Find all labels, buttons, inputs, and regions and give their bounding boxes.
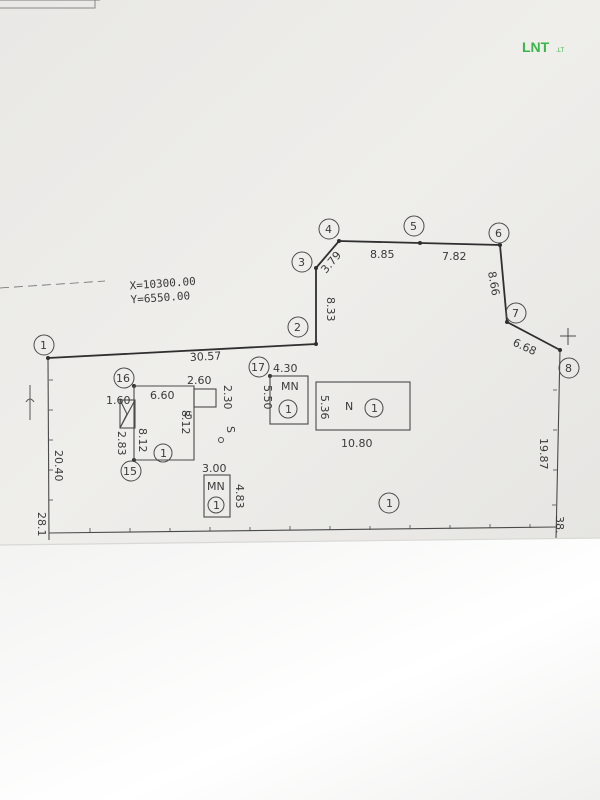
svg-text:G: G xyxy=(184,409,193,422)
svg-text:MN: MN xyxy=(281,380,299,393)
svg-text:N: N xyxy=(345,400,353,413)
coord-y: Y=6550.00 xyxy=(130,289,190,306)
paper-upper xyxy=(0,0,600,545)
svg-text:1: 1 xyxy=(160,447,167,460)
parcel-boundary-right xyxy=(555,349,561,541)
top-frame-remnant xyxy=(0,0,96,9)
svg-text:1.60: 1.60 xyxy=(106,394,131,407)
parcel-number: 1 xyxy=(378,492,400,514)
svg-text:8.12: 8.12 xyxy=(136,428,149,453)
svg-text:28.1: 28.1 xyxy=(35,512,48,537)
building-mn-upper: MN 1 4.30 5.50 xyxy=(261,362,309,425)
parcel-boundary-bottom xyxy=(48,526,557,534)
svg-text:S: S xyxy=(224,426,237,433)
svg-text:2.83: 2.83 xyxy=(115,431,128,456)
coord-x: X=10300.00 xyxy=(129,275,196,293)
svg-text:1: 1 xyxy=(40,339,47,352)
svg-text:2.30: 2.30 xyxy=(221,385,234,410)
svg-text:3: 3 xyxy=(298,256,305,269)
paper-lower-fold xyxy=(0,538,600,800)
svg-text:5: 5 xyxy=(410,220,417,233)
svg-text:7.82: 7.82 xyxy=(442,250,467,263)
svg-text:1: 1 xyxy=(386,497,393,510)
svg-text:8.85: 8.85 xyxy=(370,248,395,261)
svg-text:2: 2 xyxy=(294,321,301,334)
svg-text:8.33: 8.33 xyxy=(324,297,337,322)
svg-text:6: 6 xyxy=(495,227,502,240)
svg-text:MN: MN xyxy=(207,480,225,493)
svg-text:16: 16 xyxy=(116,372,130,385)
building-n: N 1 5.36 10.80 xyxy=(315,381,411,450)
svg-text:4.30: 4.30 xyxy=(273,362,298,375)
svg-text:10.80: 10.80 xyxy=(341,437,373,450)
svg-text:20.40: 20.40 xyxy=(52,450,65,482)
svg-text:15: 15 xyxy=(123,465,137,478)
parcel-boundary-left xyxy=(47,357,50,541)
svg-text:8: 8 xyxy=(565,362,572,375)
edge-lengths: 30.57 8.33 3.79 8.85 7.82 8.66 6.68 19.8… xyxy=(35,248,566,537)
vertex-dots xyxy=(46,239,562,462)
coordinate-label: X=10300.00 Y=6550.00 xyxy=(129,275,196,307)
building-mn-lower: MN 1 3.00 4.83 xyxy=(202,462,246,518)
svg-text:4: 4 xyxy=(325,223,332,236)
faint-dashed-line xyxy=(0,280,106,289)
svg-text:17: 17 xyxy=(251,361,265,374)
svg-text:4.83: 4.83 xyxy=(233,484,246,509)
svg-text:3.00: 3.00 xyxy=(202,462,227,475)
svg-text:8.66: 8.66 xyxy=(485,270,502,296)
left-edge-symbol xyxy=(25,385,35,420)
svg-text:8.12: 8.12 xyxy=(179,410,192,435)
watermark-logo: LNT xyxy=(522,39,550,55)
svg-text:6.60: 6.60 xyxy=(150,389,175,402)
svg-text:5.36: 5.36 xyxy=(318,395,331,420)
svg-text:1: 1 xyxy=(285,403,292,416)
svg-text:1: 1 xyxy=(371,402,378,415)
boundary-ticks xyxy=(49,379,557,532)
svg-text:2.60: 2.60 xyxy=(187,374,212,387)
watermark-suffix: .LT xyxy=(556,48,565,54)
svg-text:1: 1 xyxy=(213,499,220,512)
svg-text:7: 7 xyxy=(512,307,519,320)
point-labels: 1 2 3 4 5 6 7 8 15 16 17 xyxy=(33,215,580,482)
fold-edge xyxy=(0,537,600,546)
building-g: G 1 6.60 2.60 2.30 8.12 8.12 1.60 2.83 S xyxy=(106,374,237,463)
svg-text:38.: 38. xyxy=(553,516,566,534)
svg-text:30.57: 30.57 xyxy=(189,349,221,364)
survey-cross xyxy=(560,328,576,345)
svg-text:19.87: 19.87 xyxy=(537,438,550,470)
parcel-boundary xyxy=(47,240,561,359)
svg-text:5.50: 5.50 xyxy=(261,385,274,410)
